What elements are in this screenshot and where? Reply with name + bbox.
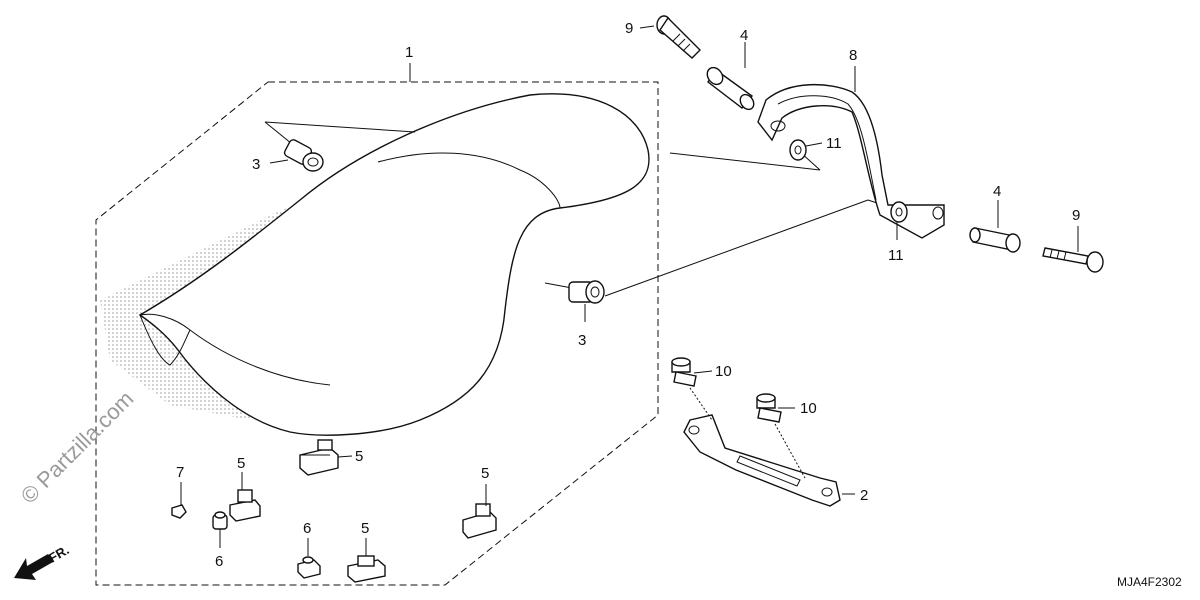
front-direction-arrow: FR. (14, 542, 72, 580)
callout-5-left: 5 (237, 455, 245, 472)
callout-9-upper: 9 (625, 20, 633, 37)
cushion-part-5-left[interactable] (229, 472, 261, 522)
assembly-frame (95, 81, 659, 586)
collar-part-4-lower[interactable] (969, 200, 1021, 253)
diagram-code: MJA4F2302 (1117, 575, 1182, 589)
seat-part-1[interactable] (100, 93, 650, 436)
callout-5-right: 5 (481, 465, 489, 482)
callout-5-center: 5 (355, 448, 363, 465)
callout-4-upper: 4 (740, 27, 748, 44)
bolt-part-9-lower[interactable] (1042, 226, 1104, 273)
bolt-part-10-left[interactable] (671, 357, 713, 421)
callout-6-bottom: 6 (303, 520, 311, 537)
callout-1: 1 (405, 44, 413, 61)
collar-part-4-upper[interactable] (704, 42, 756, 112)
callout-6-left: 6 (215, 553, 223, 570)
cushion-part-5-bottom[interactable] (347, 538, 386, 583)
callout-3-upper: 3 (252, 156, 260, 173)
washer-part-11-upper[interactable] (789, 139, 823, 161)
clip-part-7[interactable] (171, 482, 187, 519)
bolt-part-10-right[interactable] (756, 393, 806, 479)
grommet-part-3-upper[interactable] (264, 121, 416, 172)
bracket-part-2[interactable] (683, 414, 855, 507)
cushion-part-5-center[interactable] (299, 439, 353, 476)
callout-11-lower: 11 (888, 247, 904, 264)
watermark: © Partzilla.com (16, 386, 139, 509)
callout-2: 2 (860, 487, 868, 504)
callout-11-upper: 11 (826, 135, 842, 152)
cushion-part-5-right[interactable] (462, 484, 497, 539)
seat-outline (138, 93, 650, 436)
cushion-part-6-bottom[interactable] (297, 538, 321, 579)
callout-10-left: 10 (715, 363, 732, 380)
grommet-part-3-lower[interactable] (544, 199, 893, 322)
callout-8: 8 (849, 47, 857, 64)
bolt-part-9-upper[interactable] (639, 15, 701, 59)
grab-handle-part-8[interactable] (757, 66, 945, 239)
cushion-part-6-left[interactable] (212, 511, 228, 548)
washer-part-11-lower[interactable] (890, 201, 908, 240)
callout-4-lower: 4 (993, 183, 1001, 200)
callout-7: 7 (176, 464, 184, 481)
callout-5-bottom: 5 (361, 520, 369, 537)
callout-3-lower: 3 (578, 332, 586, 349)
arrow-icon (14, 554, 53, 580)
callout-9-lower: 9 (1072, 207, 1080, 224)
callout-10-right: 10 (800, 400, 817, 417)
